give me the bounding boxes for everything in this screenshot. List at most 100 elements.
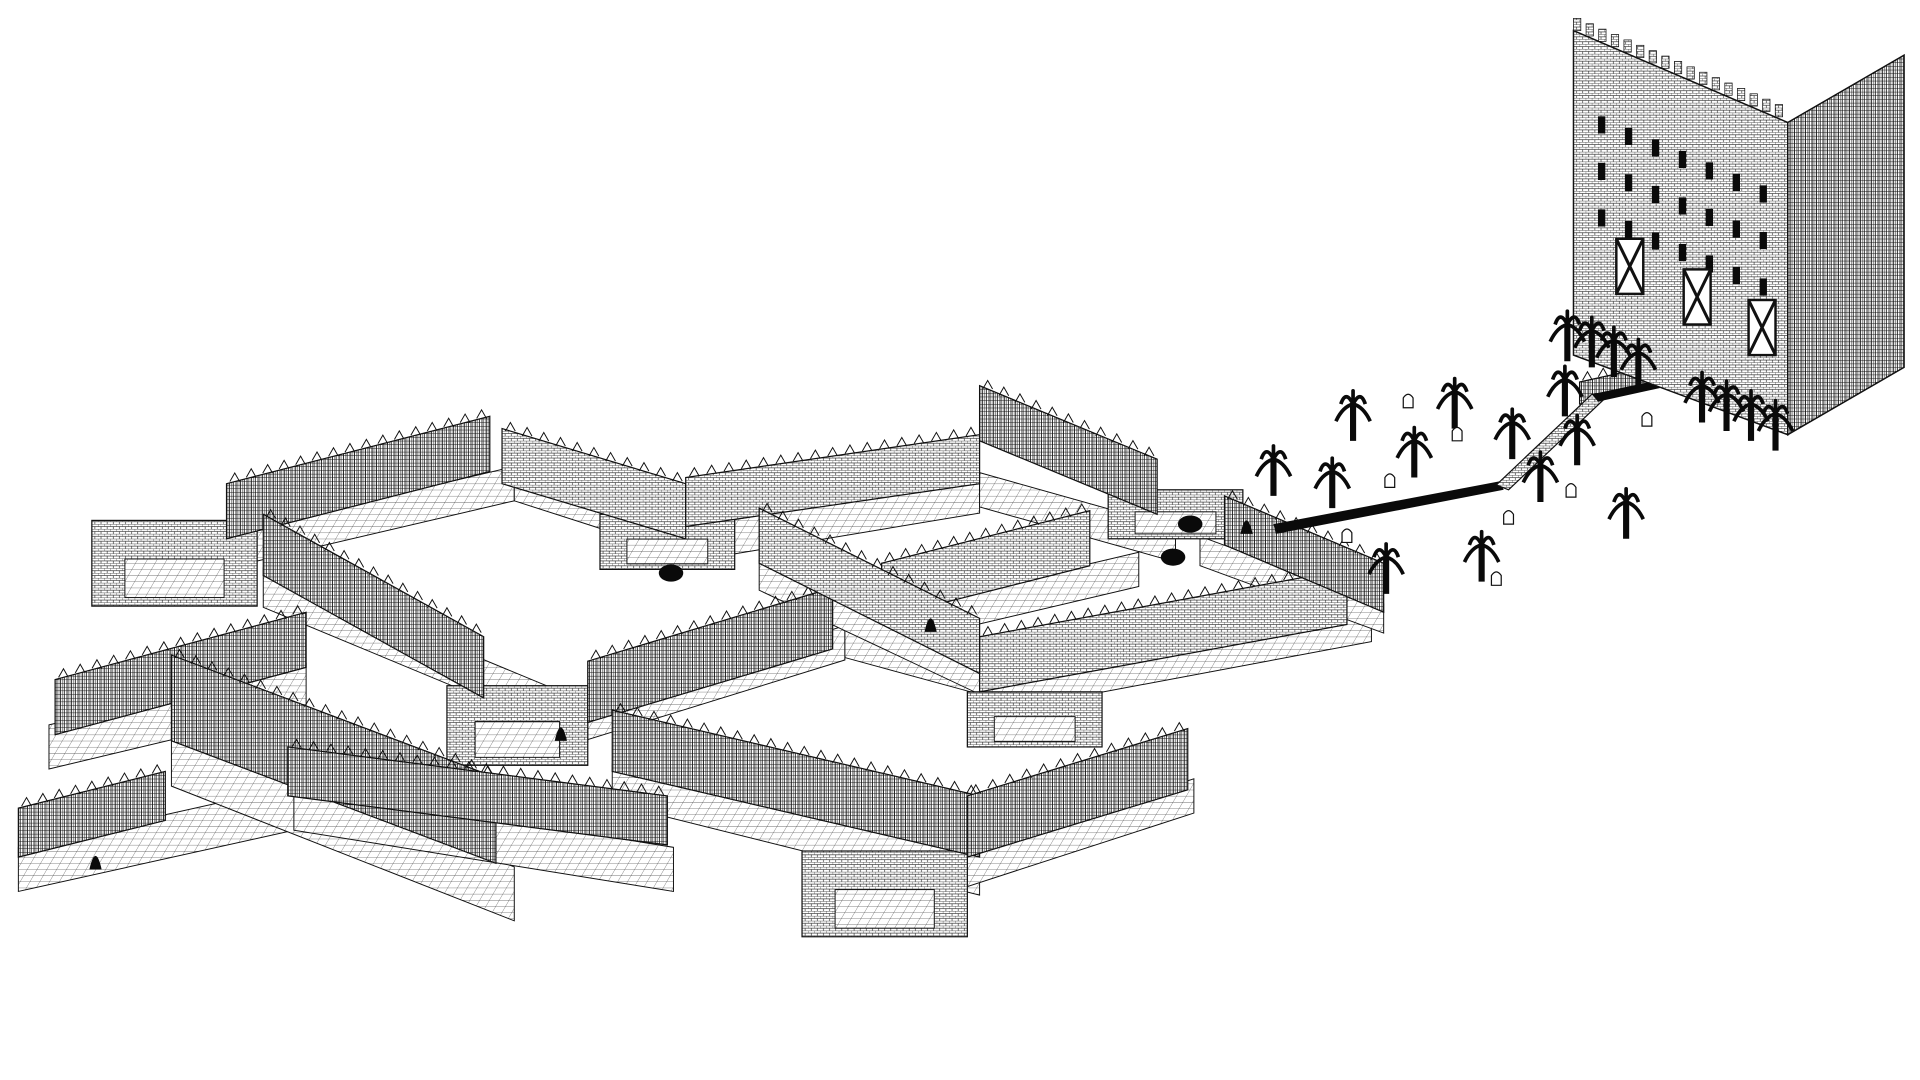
palm-frond <box>1259 450 1276 461</box>
room-floor <box>993 716 1076 742</box>
battlement <box>832 753 843 764</box>
castle-window <box>1597 116 1606 134</box>
battlement <box>861 441 873 452</box>
castle-window <box>1678 150 1687 168</box>
tombstone-icon <box>1490 571 1502 586</box>
wall-segment <box>587 586 834 724</box>
battlement <box>1199 585 1211 596</box>
battlement <box>584 776 596 787</box>
battlement <box>655 629 667 640</box>
battlement <box>463 760 475 771</box>
battlement <box>606 644 618 655</box>
battlement <box>521 426 533 437</box>
battlement <box>721 610 732 620</box>
battlement <box>245 467 257 478</box>
battlement <box>242 618 253 629</box>
battlement <box>1028 515 1040 526</box>
battlement <box>1016 619 1027 630</box>
battlement <box>775 454 787 464</box>
palm-tree-icon <box>1546 364 1584 417</box>
battlement <box>429 756 440 767</box>
battlement <box>1166 591 1177 602</box>
wall-segment <box>758 507 981 675</box>
battlement <box>964 531 976 542</box>
battlement <box>1089 747 1100 758</box>
castle-window <box>1624 127 1633 145</box>
battlement <box>1014 392 1026 403</box>
castle-merlon <box>1573 18 1582 31</box>
battlement <box>1143 446 1155 457</box>
battlement <box>1066 610 1077 621</box>
battlement <box>37 792 49 803</box>
battlement <box>844 444 856 454</box>
battlement <box>287 691 299 702</box>
castle-merlon <box>1686 66 1695 80</box>
battlement <box>1106 742 1117 753</box>
palm-tree-icon <box>1395 425 1434 478</box>
gate-bars <box>1682 268 1712 326</box>
battlement <box>549 771 561 782</box>
battlement <box>70 784 81 795</box>
battlement <box>21 796 32 807</box>
tombstone-icon <box>1641 412 1653 427</box>
battlement <box>765 737 777 748</box>
cloaked-figure-icon <box>89 855 102 870</box>
battlement <box>410 425 422 436</box>
wall-segment <box>262 513 485 699</box>
battlement <box>360 747 371 758</box>
battlement <box>325 742 337 753</box>
battlement <box>1079 419 1090 430</box>
battlement <box>567 774 578 784</box>
battlement <box>377 434 389 444</box>
battlement <box>934 589 946 599</box>
battlement <box>1095 426 1106 437</box>
battlement <box>515 767 527 778</box>
battlement <box>965 426 977 437</box>
battlement <box>999 622 1010 633</box>
battlement <box>324 541 335 552</box>
battlement <box>987 778 999 789</box>
battlement <box>761 502 773 513</box>
battlement <box>271 685 283 696</box>
palm-tree-icon <box>1435 376 1474 429</box>
battlement <box>982 379 993 390</box>
battlement <box>294 525 306 535</box>
battlement <box>174 648 185 659</box>
battlement <box>753 600 765 611</box>
palm-tree-icon <box>1573 315 1611 368</box>
palm-tree-icon <box>1521 450 1560 503</box>
battlement <box>1173 721 1185 732</box>
castle-window <box>1732 220 1740 238</box>
battlement <box>352 715 364 726</box>
battlement <box>618 780 630 791</box>
castle-window <box>1651 139 1660 157</box>
wall-segment <box>978 384 1158 516</box>
battlement <box>498 765 509 776</box>
battlement <box>1099 604 1111 615</box>
palm-tree-icon <box>1756 398 1795 451</box>
cloaked-figure-icon <box>1240 520 1253 534</box>
battlement <box>275 609 287 620</box>
battlement <box>265 508 276 519</box>
castle-merlon <box>1661 55 1670 69</box>
battlement <box>53 788 65 799</box>
battlement <box>393 429 405 440</box>
battlement <box>777 510 789 521</box>
battlement <box>1044 511 1056 521</box>
battlement <box>871 557 883 568</box>
castle-merlon <box>1610 34 1620 48</box>
battlement <box>401 734 413 745</box>
props-layer <box>89 309 1795 870</box>
castle-window <box>1732 266 1740 285</box>
cloaked-figure-icon <box>924 618 937 632</box>
castle <box>1572 18 1905 436</box>
battlement <box>571 441 583 452</box>
battlement <box>865 761 877 771</box>
battlement <box>792 451 804 462</box>
battlement <box>931 431 942 442</box>
battlement <box>1140 731 1151 742</box>
battlement <box>786 590 798 601</box>
palm-frond <box>1479 535 1496 546</box>
battlement <box>426 598 438 609</box>
wall-layer <box>17 349 1691 865</box>
